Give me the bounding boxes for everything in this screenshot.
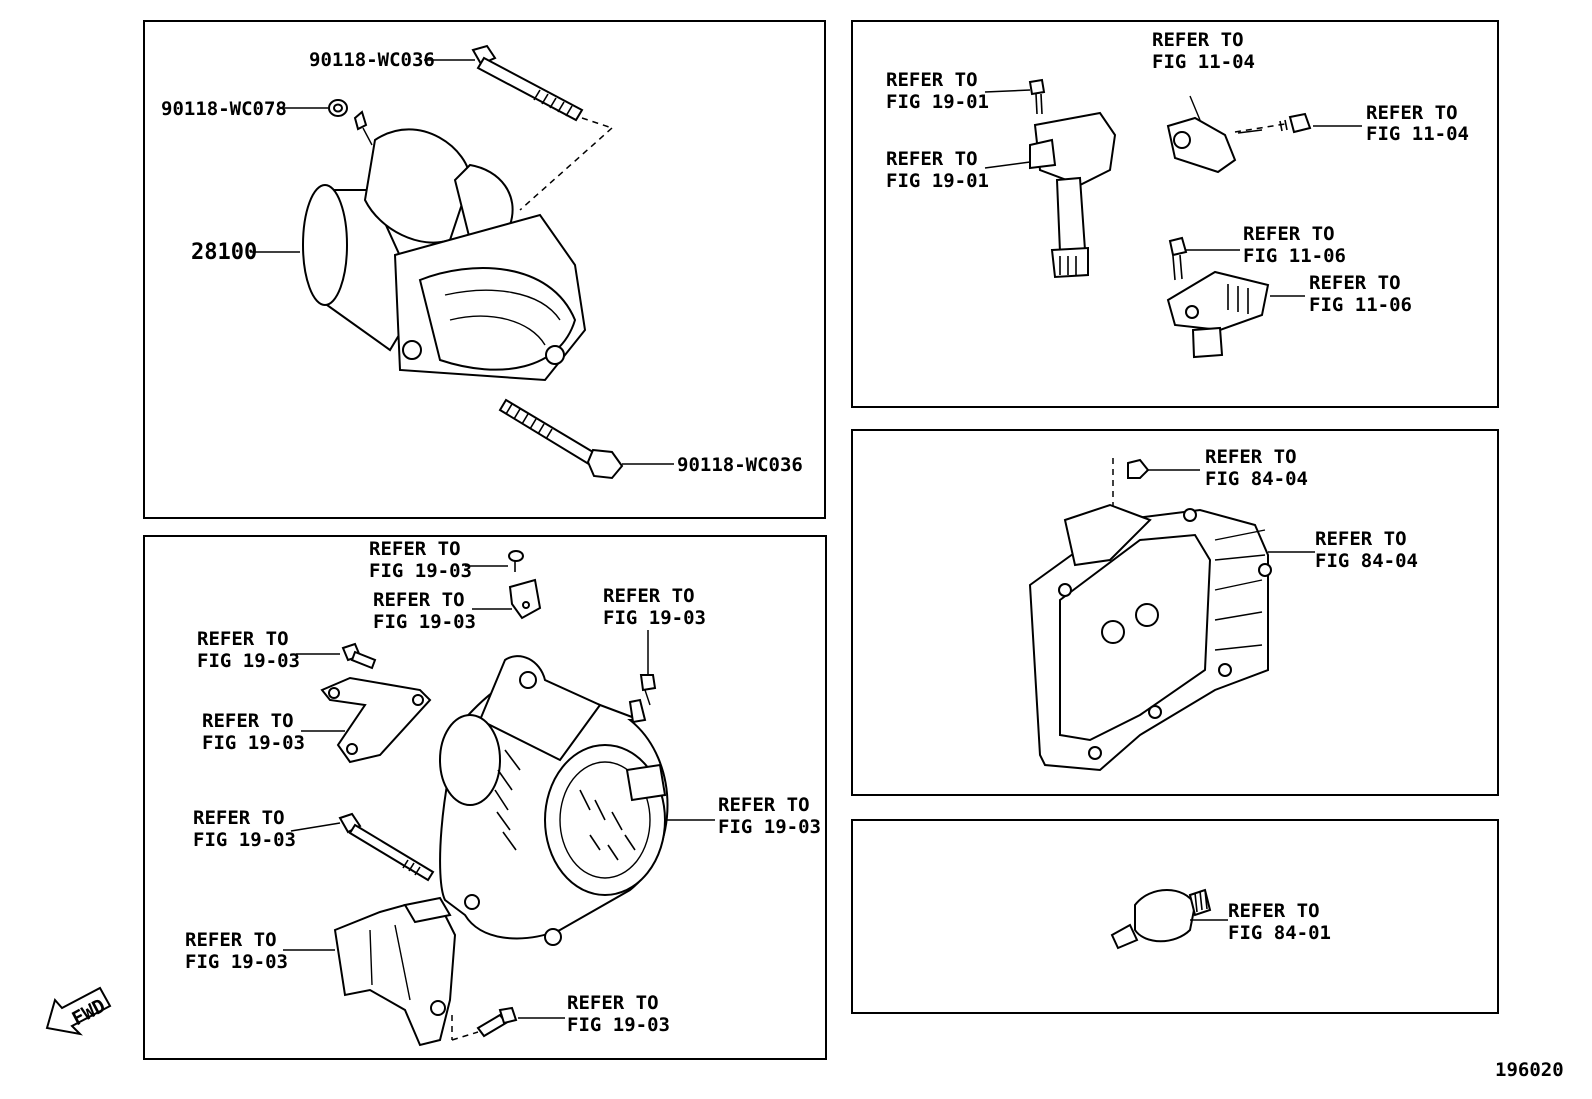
alt-long-bolt-label-1: REFER TO [193, 807, 285, 829]
alt-bracket-label-2: FIG 19-03 [202, 732, 305, 754]
starter-bolt-bottom-label: 90118-WC036 [677, 454, 803, 476]
alt-lower-bolt-label-2: FIG 19-03 [567, 1014, 670, 1036]
oil-switch-panel-frame [851, 819, 1499, 1014]
alt-bracket-bolt-label-1: REFER TO [197, 628, 289, 650]
crank-bolt-label-1: REFER TO [1243, 223, 1335, 245]
cam-position-sensor[interactable] [1166, 95, 1237, 174]
alt-lower-bolt[interactable] [476, 1006, 518, 1038]
fwd-arrow-icon: FWD [45, 986, 112, 1036]
coil-label-1: REFER TO [886, 148, 978, 170]
alt-clip-label-2: FIG 19-03 [373, 611, 476, 633]
crank-position-sensor[interactable] [1166, 270, 1270, 359]
coil-bolt-label-1: REFER TO [886, 69, 978, 91]
ignition-panel: REFER TO FIG 19-01 REFER TO FIG 19-01 RE… [851, 20, 1499, 408]
oil-switch-panel: REFER TO FIG 84-01 [851, 819, 1499, 1014]
figure-id: 196020 [1495, 1059, 1564, 1081]
ecu-label-2: FIG 84-04 [1315, 550, 1418, 572]
cam-sensor-label-1: REFER TO [1152, 29, 1244, 51]
starter-assy-label: 28100 [191, 240, 257, 265]
oil-pressure-switch[interactable] [1110, 888, 1212, 950]
alt-lower-bracket[interactable] [333, 896, 457, 1047]
alt-screw[interactable] [508, 550, 524, 572]
alt-screw-label-1: REFER TO [369, 538, 461, 560]
ignition-panel-frame [851, 20, 1499, 408]
starter-nut-label: 90118-WC078 [161, 98, 287, 120]
starter-bolt-top-label: 90118-WC036 [309, 49, 435, 71]
alt-nut-label-2: FIG 19-03 [603, 607, 706, 629]
alternator[interactable] [439, 655, 669, 946]
crank-sensor-label-2: FIG 11-06 [1309, 294, 1412, 316]
cam-bolt-label-2: FIG 11-04 [1366, 123, 1469, 145]
ecu-panel-frame [851, 429, 1499, 796]
alt-bracket-bolt[interactable] [341, 642, 377, 670]
alternator-panel-frame [143, 535, 827, 1060]
cam-bolt-label-1: REFER TO [1366, 102, 1458, 124]
cam-sensor-bolt[interactable] [1279, 112, 1312, 134]
alternator-panel: REFER TO FIG 19-03 REFER TO FIG 19-03 RE… [143, 535, 827, 1060]
coil-label-2: FIG 19-01 [886, 170, 989, 192]
alt-lower-bolt-label-1: REFER TO [567, 992, 659, 1014]
starter-motor[interactable] [302, 110, 587, 382]
alt-nut-label-1: REFER TO [603, 585, 695, 607]
ignition-coil[interactable] [1029, 111, 1117, 279]
oil-switch-label-1: REFER TO [1228, 900, 1320, 922]
starter-bolt-top[interactable] [471, 44, 584, 122]
ecu-nut-label-2: FIG 84-04 [1205, 468, 1308, 490]
alt-assy-label-2: FIG 19-03 [718, 816, 821, 838]
crank-bolt-label-2: FIG 11-06 [1243, 245, 1346, 267]
cam-sensor-label-2: FIG 11-04 [1152, 51, 1255, 73]
starter-nut[interactable] [328, 99, 348, 117]
ecu-nut[interactable] [1127, 458, 1150, 479]
crank-sensor-bolt[interactable] [1168, 236, 1188, 281]
starter-bolt-bottom[interactable] [498, 398, 624, 480]
coil-bolt[interactable] [1028, 78, 1046, 115]
starter-panel-frame [143, 20, 826, 519]
alt-lower-bracket-label-1: REFER TO [185, 929, 277, 951]
coil-bolt-label-2: FIG 19-01 [886, 91, 989, 113]
ecu-module[interactable] [1028, 503, 1272, 772]
alt-clip-label-1: REFER TO [373, 589, 465, 611]
ecu-label-1: REFER TO [1315, 528, 1407, 550]
oil-switch-label-2: FIG 84-01 [1228, 922, 1331, 944]
ecu-nut-label-1: REFER TO [1205, 446, 1297, 468]
alt-long-bolt-label-2: FIG 19-03 [193, 829, 296, 851]
ecu-panel: REFER TO FIG 84-04 REFER TO FIG 84-04 [851, 429, 1499, 796]
alt-bracket-label-1: REFER TO [202, 710, 294, 732]
alt-upper-bracket[interactable] [320, 676, 432, 764]
alt-screw-label-2: FIG 19-03 [369, 560, 472, 582]
alt-long-bolt[interactable] [338, 812, 435, 882]
alt-bracket-bolt-label-2: FIG 19-03 [197, 650, 300, 672]
alt-lower-bracket-label-2: FIG 19-03 [185, 951, 288, 973]
starter-panel: 90118-WC036 90118-WC078 28100 90118-WC03… [143, 20, 826, 519]
alt-assy-label-1: REFER TO [718, 794, 810, 816]
alt-terminal-nut[interactable] [639, 674, 657, 692]
alt-clip[interactable] [508, 578, 542, 620]
crank-sensor-label-1: REFER TO [1309, 272, 1401, 294]
